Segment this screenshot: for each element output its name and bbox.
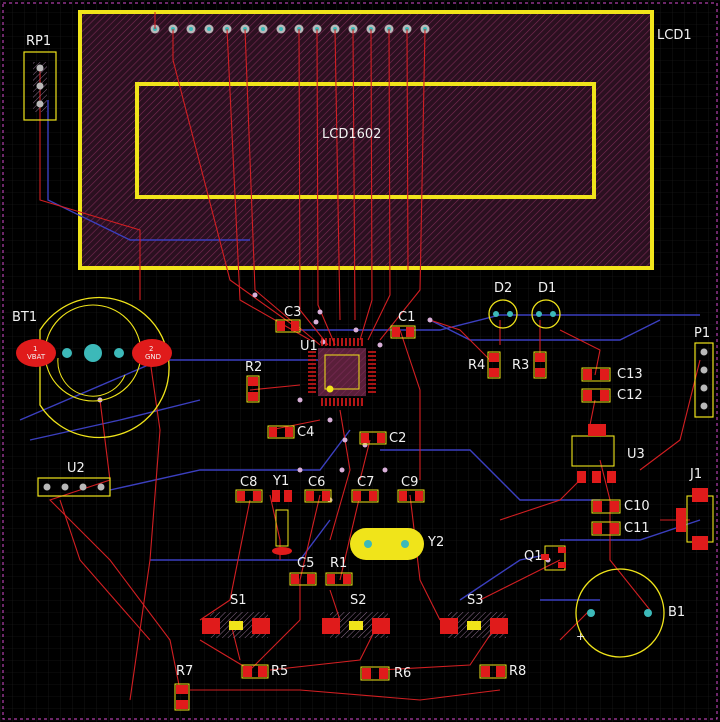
label-r3: R3 (512, 358, 530, 373)
y1-crystal (272, 490, 292, 555)
rp1-potentiometer (23, 51, 57, 121)
label-b1: B1 (668, 605, 686, 620)
label-pin2: 2 (149, 345, 154, 353)
label-q1: Q1 (524, 549, 543, 564)
u1-microcontroller (308, 338, 376, 406)
smd-components (174, 319, 621, 711)
j1-connector (676, 488, 714, 550)
label-c3: C3 (284, 305, 302, 320)
label-s2: S2 (350, 593, 367, 608)
label-p1: P1 (694, 326, 711, 341)
label-c7: C7 (357, 475, 375, 490)
label-c2: C2 (389, 431, 407, 446)
label-y2: Y2 (428, 535, 445, 550)
label-j1: J1 (690, 467, 703, 482)
label-r4: R4 (468, 358, 486, 373)
label-s3: S3 (467, 593, 484, 608)
label-r2: R2 (245, 360, 263, 375)
label-c11: C11 (624, 521, 650, 536)
label-r8: R8 (509, 664, 527, 679)
switch-s1 (202, 612, 270, 638)
q1-transistor (541, 545, 566, 571)
label-gnd: GND (145, 353, 162, 361)
label-r6: R6 (394, 666, 412, 681)
led-d2 (488, 299, 518, 329)
label-c4: C4 (297, 425, 315, 440)
p1-header (694, 342, 714, 418)
label-vbat: VBAT (27, 353, 46, 361)
u3-regulator (571, 424, 616, 483)
label-y1: Y1 (273, 474, 290, 489)
label-lcd1602: LCD1602 (322, 127, 382, 142)
label-r5: R5 (271, 664, 289, 679)
label-c6: C6 (308, 475, 326, 490)
label-d1: D1 (538, 281, 557, 296)
label-u3: U3 (627, 447, 645, 462)
label-c13: C13 (617, 367, 643, 382)
label-plus: + (576, 630, 586, 643)
led-d1 (531, 299, 561, 329)
y2-crystal (350, 528, 424, 560)
b1-buzzer (575, 568, 665, 658)
label-c12: C12 (617, 388, 643, 403)
label-c8: C8 (240, 475, 258, 490)
label-s1: S1 (230, 593, 247, 608)
label-c1: C1 (398, 310, 416, 325)
bt1-battery-holder (16, 296, 172, 439)
label-lcd1: LCD1 (657, 28, 692, 43)
lcd1-module (78, 10, 654, 270)
label-c5: C5 (297, 556, 315, 571)
label-r1: R1 (330, 556, 348, 571)
label-c9: C9 (401, 475, 419, 490)
label-bt1: BT1 (12, 310, 38, 325)
label-r7: R7 (176, 664, 194, 679)
label-pin1: 1 (33, 345, 38, 353)
label-d2: D2 (494, 281, 513, 296)
label-u2: U2 (67, 461, 85, 476)
label-rp1: RP1 (26, 34, 52, 49)
label-c10: C10 (624, 499, 650, 514)
switch-s2 (322, 612, 390, 638)
u2-header (37, 477, 111, 497)
switch-s3 (440, 612, 508, 638)
label-u1: U1 (300, 339, 318, 354)
